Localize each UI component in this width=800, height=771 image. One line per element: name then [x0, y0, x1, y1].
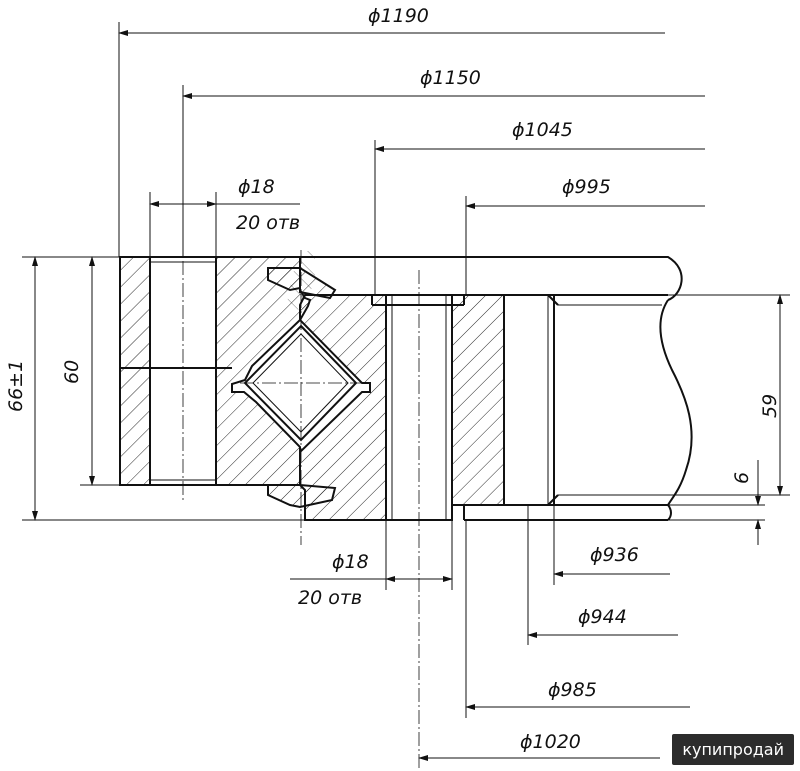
dim-1190: ϕ1190 — [118, 5, 665, 36]
label-holes-top: 20 отв — [236, 212, 300, 234]
top-extension-lines — [118, 22, 467, 295]
dim-1150: ϕ1150 — [182, 67, 705, 99]
dim-944: ϕ944 — [527, 606, 678, 638]
label-66: 66±1 — [5, 360, 27, 412]
label-holes-bottom: 20 отв — [298, 587, 362, 609]
label-936: ϕ936 — [590, 544, 639, 566]
watermark-logo: купипродай — [672, 734, 794, 765]
lower-seal — [267, 484, 337, 509]
dim-936: ϕ936 — [553, 544, 670, 577]
label-995: ϕ995 — [562, 176, 611, 198]
dim-60: 60 — [61, 256, 120, 486]
inner-ring-section — [299, 294, 505, 521]
label-944: ϕ944 — [578, 606, 627, 628]
bottom-extension-lines — [385, 505, 555, 718]
label-1150: ϕ1150 — [420, 67, 481, 89]
dim-1045: ϕ1045 — [374, 119, 705, 152]
label-1045: ϕ1045 — [512, 119, 573, 141]
label-6: 6 — [731, 472, 753, 484]
upper-seal — [267, 251, 337, 318]
dim-18-bottom: ϕ18 20 отв — [290, 551, 453, 609]
label-59: 59 — [759, 394, 781, 418]
dim-18-top: ϕ18 20 отв — [149, 176, 300, 234]
label-1190: ϕ1190 — [368, 5, 429, 27]
label-18-bottom: ϕ18 — [332, 551, 369, 573]
dim-6: 6 — [668, 460, 765, 545]
dim-985: ϕ985 — [465, 679, 690, 710]
dim-1020: ϕ1020 — [418, 731, 660, 761]
dim-59: 59 — [668, 294, 790, 496]
label-60: 60 — [61, 360, 83, 384]
inner-ring-body — [300, 256, 693, 521]
label-985: ϕ985 — [548, 679, 597, 701]
dim-995: ϕ995 — [465, 176, 705, 209]
dim-66: 66±1 — [5, 256, 305, 521]
label-18-top: ϕ18 — [238, 176, 275, 198]
label-1020: ϕ1020 — [520, 731, 581, 753]
